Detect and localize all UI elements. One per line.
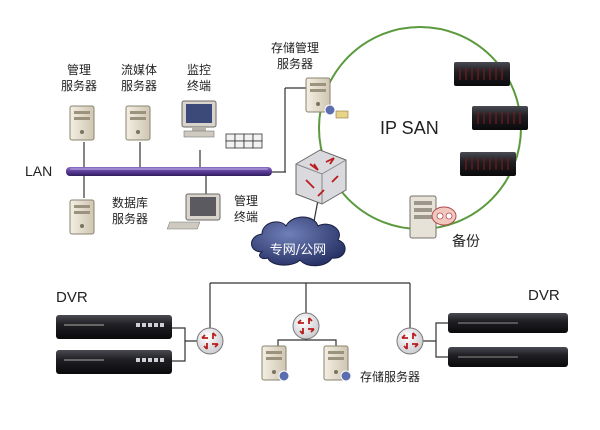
mgmt-terminal-label-2: 终端 xyxy=(234,209,258,224)
storage-server-label: 存储服务器 xyxy=(360,369,420,384)
cloud-icon xyxy=(251,216,346,267)
tape-backup-icon xyxy=(409,195,457,239)
stream-server-label-1: 流媒体 xyxy=(121,63,157,77)
router-icon xyxy=(196,327,224,355)
db-server-icon xyxy=(69,199,95,235)
mgmt-server-label-2: 服务器 xyxy=(61,78,97,93)
monitor-terminal-label-1: 监控 xyxy=(187,63,211,77)
dvr-icon xyxy=(448,347,568,367)
storage-mgmt-server-label-1: 存储管理 xyxy=(271,40,319,55)
storage-server-icon xyxy=(323,345,352,382)
dvr-icon xyxy=(448,313,568,333)
mgmt-server-icon xyxy=(69,105,95,141)
lan-label: LAN xyxy=(25,163,52,179)
stream-server-icon xyxy=(125,105,151,141)
storage-array-icon xyxy=(460,152,516,176)
storage-array-icon xyxy=(454,62,510,86)
router-icon xyxy=(396,327,424,355)
dvr-left-label: DVR xyxy=(56,289,88,306)
backup-label: 备份 xyxy=(452,233,480,250)
mgmt-terminal-label-1: 管理 xyxy=(234,193,258,208)
network-cloud-label: 专网/公网 xyxy=(270,243,326,258)
stream-server-label-2: 服务器 xyxy=(121,78,157,93)
storage-array-icon xyxy=(472,106,528,130)
monitor-terminal-icon xyxy=(181,100,217,138)
mgmt-server-label-1: 管理 xyxy=(67,62,91,77)
dvr-right-label: DVR xyxy=(528,287,560,304)
video-wall-icon xyxy=(225,133,263,149)
mgmt-terminal-icon xyxy=(166,193,221,230)
ip-san-label: IP SAN xyxy=(380,118,439,138)
dvr-icon xyxy=(56,315,172,339)
router-icon xyxy=(292,312,320,340)
db-server-label-1: 数据库 xyxy=(112,195,148,210)
dvr-icon xyxy=(56,350,172,374)
db-server-label-2: 服务器 xyxy=(112,211,148,226)
monitor-terminal-label-2: 终端 xyxy=(187,78,211,93)
storage-mgmt-server-label-2: 服务器 xyxy=(277,56,313,71)
storage-server-icon xyxy=(261,345,290,382)
lan-bus xyxy=(66,167,272,176)
storage-mgmt-server-icon xyxy=(305,77,349,119)
connection-lines xyxy=(83,87,448,362)
core-switch-icon xyxy=(295,149,347,205)
